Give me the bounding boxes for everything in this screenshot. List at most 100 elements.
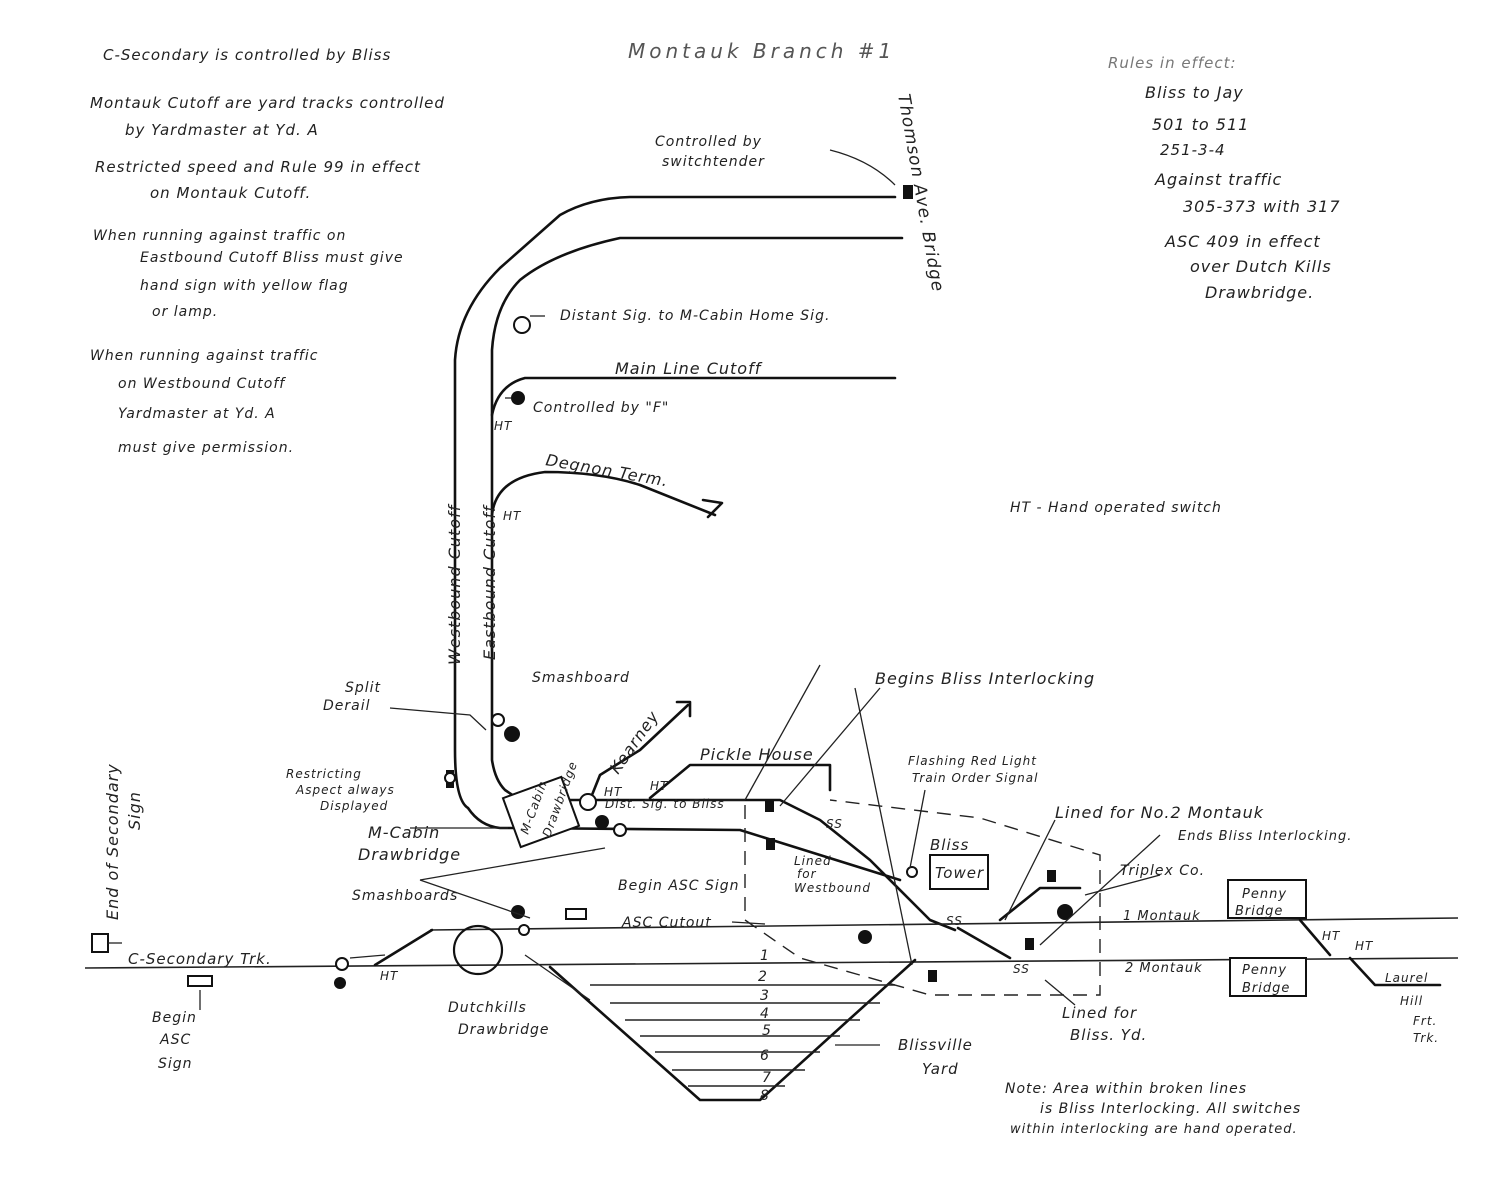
eastbound-cutoff-track: [490, 236, 957, 932]
label-dist-sig-bliss: Dist. Sig. to Bliss: [605, 797, 725, 811]
yard-switch-marker: [928, 970, 937, 982]
main-line-cutoff-track: [490, 376, 897, 417]
svg-text:6: 6: [760, 1048, 770, 1064]
label-penny-bridge-1b: Bridge: [1235, 904, 1283, 919]
svg-text:Restricted speed and Rule 99 i: Restricted speed and Rule 99 in effect: [95, 158, 421, 176]
kearney-arrow: [675, 700, 692, 718]
label-restricting-2: Aspect always: [295, 783, 395, 797]
svg-text:by Yardmaster at Yd. A: by Yardmaster at Yd. A: [125, 121, 319, 139]
label-two-montauk: 2 Montauk: [1125, 961, 1203, 976]
bliss-tower-signal: [906, 866, 918, 878]
distant-signal-icon: [513, 316, 531, 334]
label-triplex: Triplex Co.: [1120, 863, 1205, 879]
label-end-of-secondary-2: Sign: [125, 791, 144, 830]
label-penny-bridge-1a: Penny: [1242, 887, 1287, 902]
svg-text:or lamp.: or lamp.: [152, 304, 218, 320]
one-montauk-track: [429, 917, 1459, 931]
label-bliss-tower-1: Bliss: [930, 836, 969, 854]
svg-text:2: 2: [758, 969, 768, 985]
lined-no2-marker: [1025, 938, 1034, 950]
label-begin-asc-sign: Begin ASC Sign: [618, 878, 740, 894]
pickle-house-track: [648, 763, 832, 800]
label-lined-westbound-1: Lined: [794, 854, 832, 868]
label-m-cabin-drawbridge-1: M-Cabin: [368, 823, 440, 842]
label-ss-2: SS: [946, 914, 963, 928]
label-dutchkills-1: Dutchkills: [448, 1000, 527, 1016]
label-split-derail-1: Split: [345, 680, 381, 696]
label-kearney: Kearney: [606, 707, 663, 777]
label-laurel-hill-1: Laurel: [1385, 971, 1428, 985]
label-controlled-switchtender-1: Controlled by: [655, 134, 762, 150]
m-cabin-signal-icon: [595, 815, 609, 829]
label-laurel-hill-2: Hill: [1400, 994, 1423, 1008]
svg-text:7: 7: [762, 1070, 772, 1086]
label-ss-3: SS: [1013, 962, 1030, 976]
smashboard-signal-icon-2: [504, 726, 520, 742]
c-secondary-signal-icon-2: [334, 977, 346, 989]
svg-text:When running against traffic: When running against traffic: [90, 348, 318, 364]
label-thomson-bridge: Thomson Ave. Bridge: [893, 92, 948, 293]
label-dutchkills-2: Drawbridge: [458, 1022, 549, 1038]
label-ends-bliss: Ends Bliss Interlocking.: [1178, 829, 1352, 844]
ht-legend: HT - Hand operated switch: [1010, 500, 1222, 516]
label-begin-asc-bottom-3: Sign: [158, 1056, 193, 1072]
svg-text:3: 3: [760, 988, 770, 1004]
label-ht-penny-2: HT: [1355, 939, 1374, 953]
label-smashboard: Smashboard: [532, 670, 630, 686]
label-end-of-secondary-1: End of Secondary: [103, 763, 122, 920]
label-blissville-1: Blissville: [898, 1036, 973, 1054]
svg-text:over Dutch Kills: over Dutch Kills: [1190, 257, 1332, 276]
svg-text:on Montauk Cutoff.: on Montauk Cutoff.: [150, 184, 311, 202]
label-ht-kearney: HT: [604, 785, 623, 799]
dutchkills-drawbridge-symbol: [452, 924, 504, 976]
label-ht-pickle: HT: [650, 779, 669, 793]
svg-text:8: 8: [760, 1088, 770, 1104]
svg-text:Yardmaster at Yd. A: Yardmaster at Yd. A: [118, 406, 276, 422]
label-controlled-by-f: Controlled by "F": [533, 400, 669, 416]
label-controlled-switchtender-2: switchtender: [662, 154, 765, 170]
label-eastbound-cutoff: Eastbound Cutoff: [480, 504, 499, 660]
bliss-tower-box: [929, 854, 989, 890]
triplex-spur: [998, 886, 1082, 922]
lined-westbound-marker: [766, 838, 775, 850]
smashboards-signal-icon-2: [518, 924, 530, 936]
notes-left: C-Secondary is controlled by Bliss Monta…: [90, 46, 445, 456]
label-lined-bliss-yd-1: Lined for: [1062, 1004, 1137, 1022]
svg-text:hand sign with yellow flag: hand sign with yellow flag: [140, 278, 349, 294]
penny-bridge-box-2: [1229, 957, 1307, 997]
thomson-switch-marker: [903, 185, 913, 199]
m-cabin-signal-icon-2: [613, 823, 627, 837]
laurel-hill-track: [1298, 918, 1442, 987]
degnon-terminal-track: [490, 470, 717, 517]
svg-text:Drawbridge.: Drawbridge.: [1205, 283, 1314, 302]
label-ht-secondary: HT: [380, 969, 399, 983]
svg-text:Montauk Cutoff are yard tracks: Montauk Cutoff are yard tracks controlle…: [90, 94, 445, 112]
label-lined-westbound-3: Westbound: [794, 881, 871, 895]
controlled-by-f-signal-icon: [511, 391, 525, 405]
label-pickle-house: Pickle House: [700, 745, 814, 764]
m-cabin-drawbridge-box: [501, 775, 581, 849]
end-of-secondary-sign: [91, 933, 109, 953]
svg-text:Against traffic: Against traffic: [1154, 170, 1282, 189]
label-penny-bridge-2a: Penny: [1242, 963, 1287, 978]
asc-sign-symbol: [565, 908, 587, 920]
label-ht-degnon: HT: [503, 509, 522, 523]
label-degnon-term: Degnon Term.: [544, 450, 670, 490]
label-lined-bliss-yd-2: Bliss. Yd.: [1070, 1026, 1147, 1044]
begin-asc-sign-symbol: [187, 975, 213, 987]
svg-text:501 to 511: 501 to 511: [1152, 115, 1249, 134]
dist-sig-bliss-icon: [579, 793, 597, 811]
svg-text:C-Secondary is controlled by B: C-Secondary is controlled by Bliss: [103, 46, 391, 64]
svg-text:4: 4: [760, 1006, 770, 1022]
label-c-secondary-trk: C-Secondary Trk.: [128, 950, 272, 968]
label-lined-westbound-2: for: [797, 867, 817, 881]
label-smashboards: Smashboards: [352, 888, 458, 904]
svg-text:305-373 with 317: 305-373 with 317: [1183, 197, 1341, 216]
svg-text:Eastbound Cutoff Bliss must gi: Eastbound Cutoff Bliss must give: [140, 250, 404, 266]
svg-text:251-3-4: 251-3-4: [1160, 141, 1226, 159]
secondary-crossover: [373, 928, 434, 967]
svg-text:Note: Area within broken lines: Note: Area within broken lines: [1005, 1081, 1247, 1097]
smashboard-signal-icon: [491, 713, 505, 727]
svg-text:Rules in effect:: Rules in effect:: [1108, 54, 1237, 72]
